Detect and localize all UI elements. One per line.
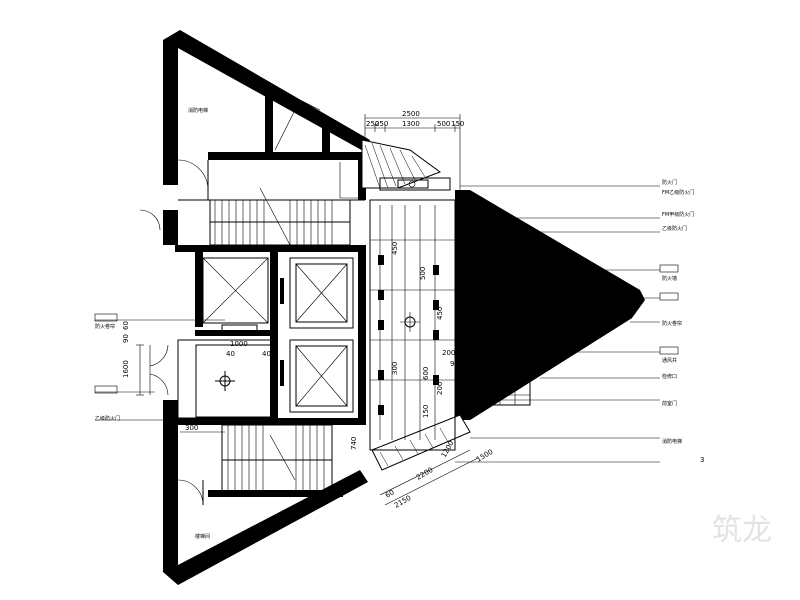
dim-top-part: 500 [437, 120, 450, 128]
elevator-shafts [202, 257, 354, 413]
dim-740: 740 [350, 437, 358, 450]
callout-right: 防火门 [662, 179, 677, 186]
dim-450: 450 [436, 307, 444, 320]
dim-150: 150 [422, 405, 430, 418]
top-wing-lines [178, 99, 366, 201]
dim-1000: 1000 [230, 340, 248, 348]
room-label: 消防电梯 [188, 107, 208, 114]
dim-1600: 1600 [122, 360, 130, 378]
dim-1500: 1500 [475, 448, 494, 464]
callout-right: 消防电梯 [662, 438, 682, 445]
callout-right: 检修口 [662, 373, 677, 380]
room-labels: 消防电梯 强电间 排风井 前室 楼梯间 [188, 107, 609, 540]
callout-right: 前室门 [662, 400, 677, 407]
callout-right: 防火墙 [662, 275, 677, 282]
callout-left: 乙级防火门 [95, 415, 120, 422]
callout-right: FM乙级防火门 [662, 189, 694, 196]
dim-60b: 60 [384, 488, 396, 499]
stair-upper [209, 187, 351, 246]
callout-right: 乙级防火门 [662, 225, 687, 232]
dim-200b: 200 [436, 382, 444, 395]
dim-top-part: 250 [366, 120, 379, 128]
hatched-wall-bottom [371, 414, 471, 471]
dim-200a: 200 [442, 349, 455, 357]
dim-500: 500 [419, 267, 427, 280]
dim-top-total: 2500 [402, 110, 420, 118]
hatched-wall-top [361, 139, 442, 189]
room-label: 楼梯间 [195, 533, 210, 540]
central-shaft [369, 177, 456, 451]
dimension-lines [136, 114, 479, 506]
dim-300: 300 [185, 424, 198, 432]
mark-3: 3 [700, 456, 704, 464]
dim-40b: 40 [262, 350, 271, 358]
dim-40a: 40 [226, 350, 235, 358]
watermark: 筑龙 [712, 513, 772, 548]
dim-450c: 450 [391, 242, 399, 255]
callout-right: 通风井 [662, 357, 677, 364]
dim-top-part: 150 [451, 120, 464, 128]
room-label: 前室 [484, 340, 494, 347]
room-label: 强电间 [480, 243, 495, 250]
dim-90r: 90 [450, 360, 459, 368]
callout-left: 防火卷帘 [95, 323, 115, 330]
right-wing-grid [461, 211, 553, 406]
left-callouts: 防火卷帘 乙级防火门 [94, 313, 225, 422]
dim-top-part: 250 [375, 120, 388, 128]
callout-right: 防火卷帘 [662, 320, 682, 327]
stair-lower [221, 424, 333, 494]
dim-60: 60 [122, 321, 130, 330]
dim-90: 90 [122, 334, 130, 343]
dim-600: 600 [422, 367, 430, 380]
dim-300c: 300 [391, 362, 399, 375]
callout-right: FM甲级防火门 [662, 211, 694, 218]
dim-2200: 2200 [415, 466, 434, 482]
dim-top-part: 1300 [402, 120, 420, 128]
dim-2150: 2150 [393, 494, 412, 510]
room-label: 排风井 [594, 307, 609, 314]
right-callouts: 防火门 FM乙级防火门 FM甲级防火门 乙级防火门 防火墙 防火卷帘 通风井 检… [455, 179, 694, 463]
